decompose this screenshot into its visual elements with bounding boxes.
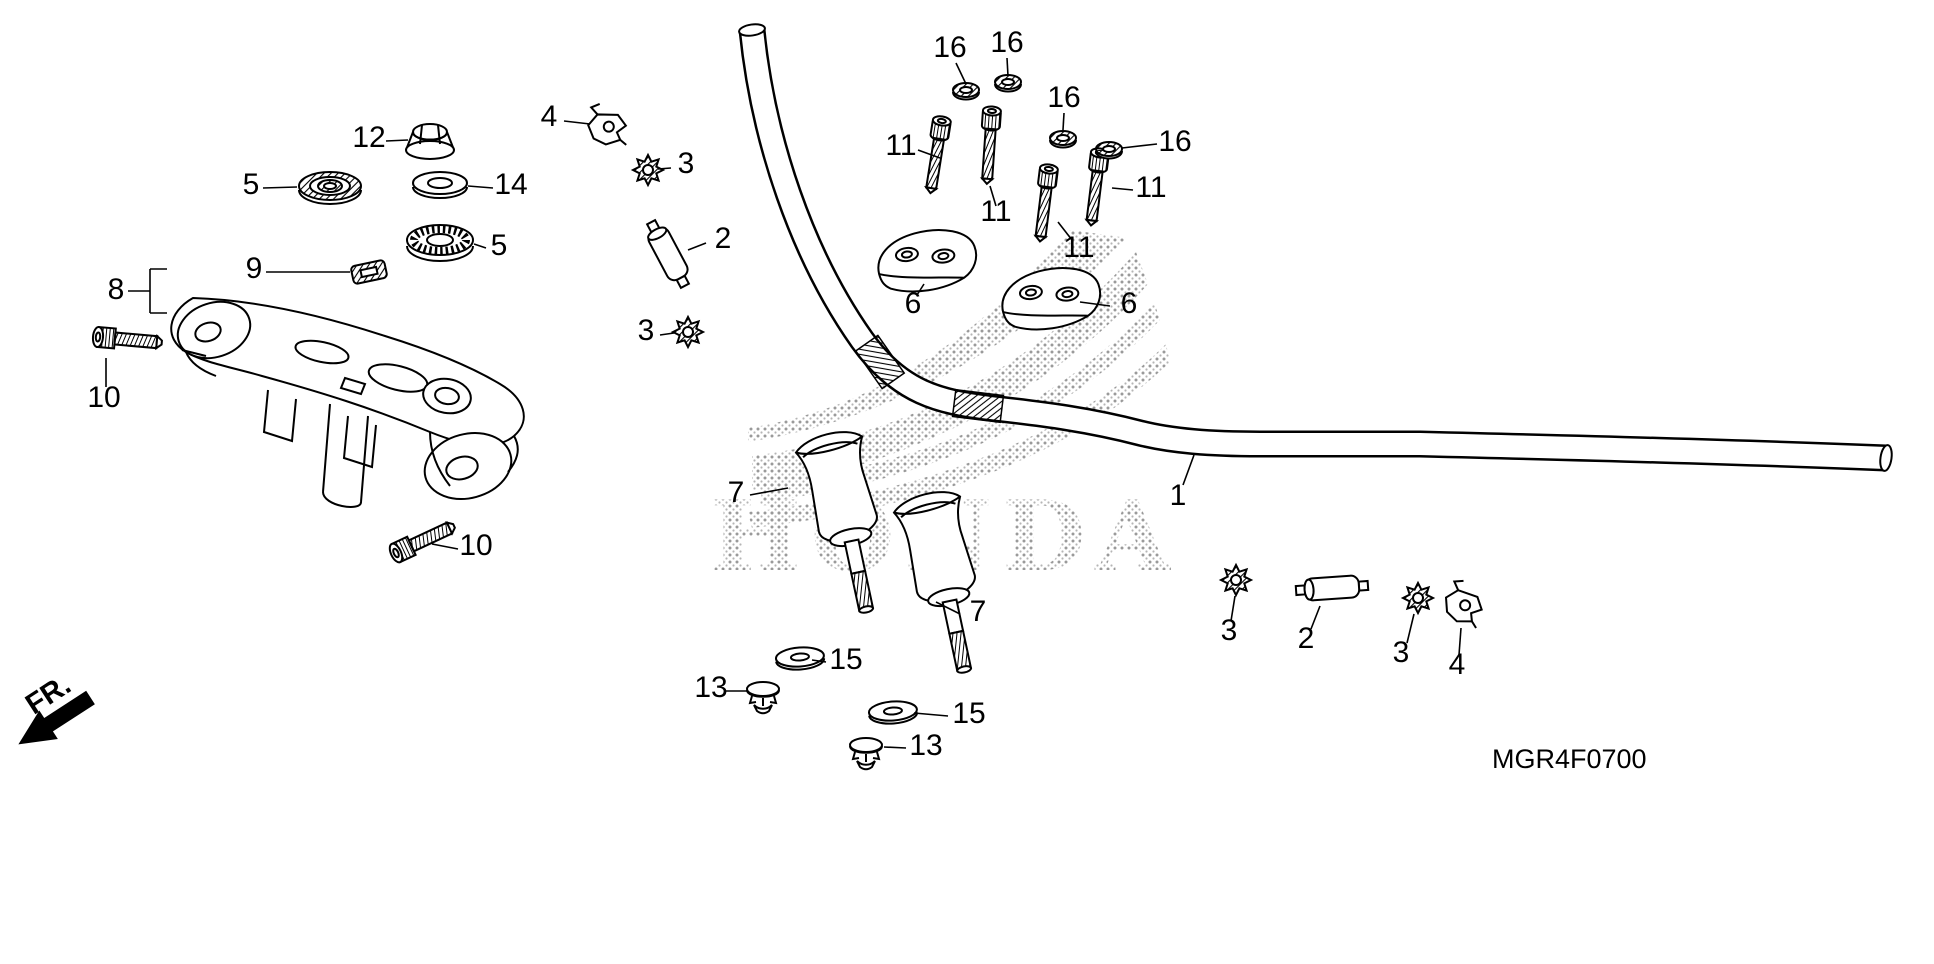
callout-label: 11 [1135, 171, 1166, 204]
bolt-part-10-lower [386, 515, 460, 566]
bracket-part-8 [128, 268, 167, 314]
diagram-code: MGR4F0700 [1492, 744, 1647, 774]
callout-label: 11 [1063, 231, 1094, 264]
callout-label: 10 [459, 529, 492, 562]
callout-label: 4 [541, 100, 558, 133]
callout-label: 6 [1121, 287, 1138, 320]
callout-label: 5 [491, 229, 508, 262]
washer-part-15-2 [867, 698, 919, 727]
handlebar-left-end-cap [738, 23, 766, 37]
callout-label: 7 [970, 595, 987, 628]
grommet-part-13-2 [849, 737, 883, 771]
callout-label: 6 [905, 287, 922, 320]
callout-label: 15 [829, 643, 862, 676]
fr-arrow-icon [18, 690, 95, 745]
clip-part-9 [350, 259, 388, 285]
callout-label: 16 [933, 31, 966, 64]
washer-part-14 [412, 171, 468, 199]
fr-indicator: FR. [18, 669, 95, 745]
callout-label: 13 [694, 671, 727, 704]
holder-part-6-left [873, 224, 981, 298]
leader-lines [105, 57, 1462, 749]
cap-part-16-2 [994, 74, 1022, 93]
callout-label: 1 [1170, 479, 1187, 512]
callout-label: 5 [243, 168, 260, 201]
star-washer-part-3-right1 [1220, 564, 1252, 596]
callout-label: 13 [909, 729, 942, 762]
bolt-part-11-3 [1030, 162, 1060, 244]
bolt-part-11-2 [976, 104, 1003, 186]
callout-labels: 16 16 16 16 11 11 11 11 12 14 5 5 9 8 10… [87, 26, 1465, 762]
bridge-square-hole [339, 376, 367, 396]
callout-label: 16 [1047, 81, 1080, 114]
cap-part-16-3 [1049, 130, 1077, 149]
callout-label: 3 [638, 314, 655, 347]
callout-label: 12 [352, 121, 385, 154]
damper-part-2-top [640, 216, 696, 292]
callout-label: 2 [715, 222, 732, 255]
callout-label: 9 [246, 252, 263, 285]
callout-label: 8 [108, 273, 125, 306]
callout-label: 4 [1449, 648, 1466, 681]
callout-label: 15 [952, 697, 985, 730]
cap-part-16-4 [1095, 141, 1123, 160]
grommet-part-13-1 [746, 681, 780, 715]
callout-label: 11 [885, 129, 916, 162]
callout-label: 16 [1158, 125, 1191, 158]
top-bridge-part [170, 296, 525, 508]
clamp-part-4-top [583, 99, 631, 152]
callout-label: 11 [980, 195, 1011, 228]
clamp-part-4-right [1441, 577, 1487, 630]
callout-label: 3 [678, 147, 695, 180]
callout-label: 3 [1221, 614, 1238, 647]
cap-part-16-1 [952, 82, 980, 101]
callout-label: 16 [990, 26, 1023, 59]
bolt-part-10-left [91, 325, 164, 354]
star-washer-part-3-top [632, 154, 664, 186]
handlebar-knurl-left [854, 334, 906, 390]
bridge-hanging-tab-right [342, 415, 377, 469]
callout-label: 10 [87, 381, 120, 414]
star-washer-part-3-mid [672, 316, 704, 348]
washer-part-15-1 [774, 644, 826, 673]
bridge-slot-left [294, 339, 350, 365]
handlebar-part [738, 23, 1893, 472]
bolt-part-11-1 [920, 114, 953, 196]
bearing-part-5-lower [406, 224, 474, 262]
callout-label: 2 [1298, 622, 1315, 655]
seal-part-5-upper [298, 171, 362, 205]
callout-label: 3 [1393, 636, 1410, 669]
handlebar-knurl-right [951, 388, 1005, 424]
cap-nut-part-12 [405, 123, 455, 160]
callout-label: 7 [728, 476, 745, 509]
handlebar-right-end-cap [1879, 444, 1893, 472]
bolt-part-11-4 [1081, 146, 1111, 228]
steering-stem [322, 403, 369, 508]
callout-label: 14 [494, 168, 527, 201]
star-washer-part-3-right2 [1402, 582, 1434, 614]
damper-part-2-right [1294, 573, 1370, 603]
bridge-hanging-tab-left [262, 389, 297, 443]
